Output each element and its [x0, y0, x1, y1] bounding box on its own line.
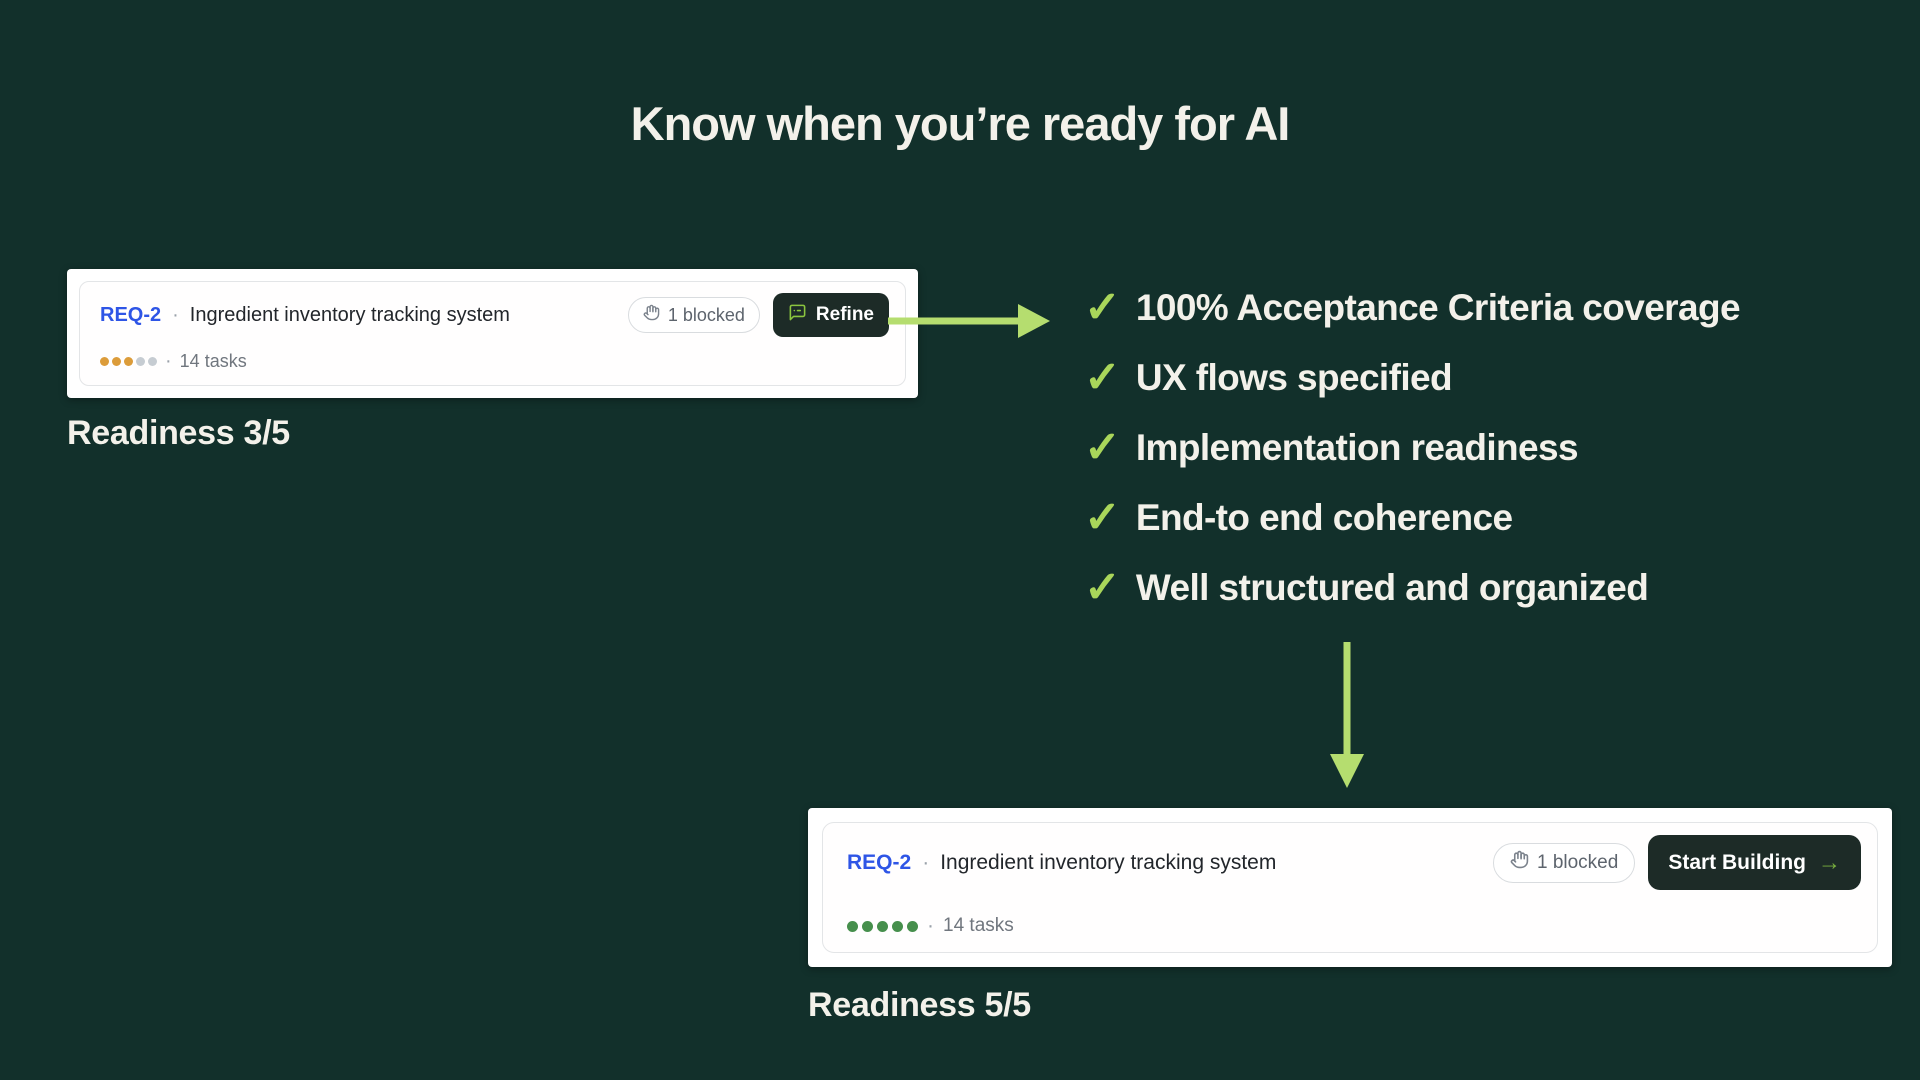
readiness-dot-filled — [907, 920, 918, 932]
readiness-dot-empty — [136, 357, 145, 366]
requirement-title: Ingredient inventory tracking system — [189, 303, 510, 326]
readiness-caption-after: Readiness 5/5 — [808, 986, 1031, 1024]
checkmark-icon: ✓ — [1084, 563, 1121, 612]
checklist-item-label: End-to end coherence — [1135, 497, 1513, 538]
requirement-card-after: REQ-2 · Ingredient inventory tracking sy… — [808, 808, 1892, 967]
checklist-item-label: 100% Acceptance Criteria coverage — [1135, 287, 1741, 328]
readiness-dot-filled — [112, 357, 121, 366]
blocked-badge[interactable]: 1 blocked — [627, 297, 760, 333]
separator-dot: · — [922, 850, 930, 874]
separator-dot: · — [172, 303, 179, 326]
checklist-item: ✓ UX flows specified — [1084, 343, 1740, 413]
flow-arrow-right-icon — [888, 299, 1052, 348]
checklist-item-label: Implementation readiness — [1135, 427, 1579, 468]
readiness-dot-filled — [847, 920, 858, 932]
requirement-row: REQ-2 · Ingredient inventory tracking sy… — [822, 822, 1878, 953]
arrow-right-icon: → — [1818, 849, 1841, 875]
hand-icon — [1510, 850, 1529, 875]
blocked-badge-label: 1 blocked — [667, 304, 745, 325]
checklist-item-label: Well structured and organized — [1135, 567, 1649, 608]
readiness-caption-before: Readiness 3/5 — [67, 414, 290, 452]
checklist-item: ✓ Implementation readiness — [1084, 413, 1740, 483]
readiness-dot-empty — [148, 357, 157, 366]
refine-button[interactable]: Refine — [772, 293, 889, 337]
checklist-item-label: UX flows specified — [1135, 357, 1453, 398]
readiness-checklist: ✓ 100% Acceptance Criteria coverage ✓ UX… — [1084, 273, 1741, 623]
readiness-dots — [100, 357, 157, 366]
checklist-item: ✓ End-to end coherence — [1084, 483, 1740, 553]
requirement-row: REQ-2 · Ingredient inventory tracking sy… — [79, 281, 906, 386]
requirement-title: Ingredient inventory tracking system — [940, 850, 1277, 874]
checklist-item: ✓ 100% Acceptance Criteria coverage — [1084, 273, 1741, 343]
blocked-badge[interactable]: 1 blocked — [1492, 842, 1636, 883]
requirement-heading: REQ-2 · Ingredient inventory tracking sy… — [847, 851, 1493, 875]
separator-dot: · — [165, 350, 172, 372]
checkmark-icon: ✓ — [1084, 283, 1121, 332]
readiness-dot-filled — [877, 920, 888, 932]
requirement-card-before: REQ-2 · Ingredient inventory tracking sy… — [67, 269, 918, 398]
start-building-button-label: Start Building — [1668, 850, 1806, 874]
headline: Know when you’re ready for AI — [630, 97, 1291, 150]
readiness-dot-filled — [100, 357, 109, 366]
start-building-button[interactable]: Start Building → — [1648, 835, 1861, 890]
flow-arrow-down-icon — [1323, 642, 1371, 795]
requirement-id[interactable]: REQ-2 — [847, 850, 912, 874]
chat-bubble-icon — [788, 303, 807, 328]
blocked-badge-label: 1 blocked — [1536, 851, 1619, 873]
tasks-count-label: 14 tasks — [179, 351, 247, 371]
hand-icon — [643, 304, 660, 326]
checkmark-icon: ✓ — [1084, 493, 1121, 542]
readiness-dot-filled — [892, 920, 903, 932]
requirement-id[interactable]: REQ-2 — [100, 303, 162, 326]
readiness-dot-filled — [862, 920, 873, 932]
checkmark-icon: ✓ — [1084, 353, 1121, 402]
requirement-heading: REQ-2 · Ingredient inventory tracking sy… — [100, 304, 628, 327]
readiness-dots — [847, 920, 918, 932]
readiness-dot-filled — [124, 357, 133, 366]
checkmark-icon: ✓ — [1084, 423, 1121, 472]
tasks-count-label: 14 tasks — [943, 915, 1014, 936]
checklist-item: ✓ Well structured and organized — [1084, 553, 1740, 623]
separator-dot: · — [927, 914, 934, 937]
refine-button-label: Refine — [815, 304, 874, 325]
